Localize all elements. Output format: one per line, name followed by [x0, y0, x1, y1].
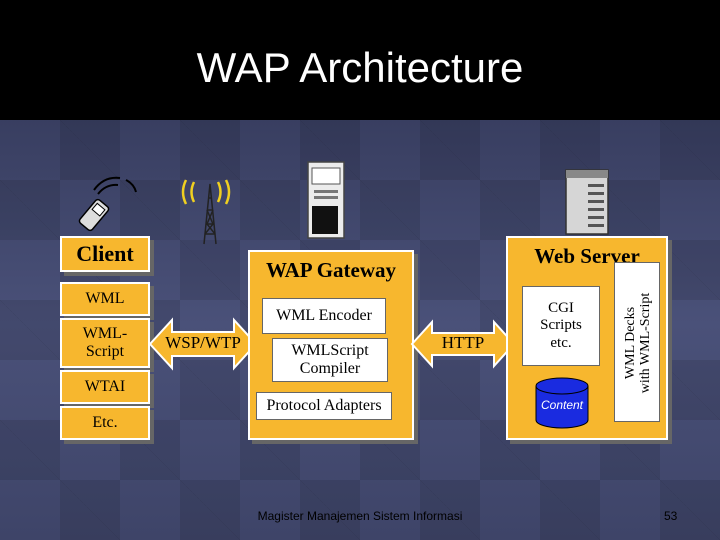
gateway-server-icon: [307, 161, 345, 239]
client-heading: Client: [60, 236, 150, 272]
client-layer-wtai: WTAI: [60, 370, 150, 404]
page-number: 53: [664, 509, 678, 523]
gateway-protocol-adapters: Protocol Adapters: [256, 392, 392, 420]
gateway-wmlscript-compiler: WMLScript Compiler: [272, 338, 388, 382]
wsp-wtp-label: WSP/WTP: [165, 333, 241, 353]
gateway-wml-encoder: WML Encoder: [262, 298, 386, 334]
footer-text: Magister Manajemen Sistem Informasi: [257, 509, 463, 523]
slide-title: WAP Architecture: [196, 44, 524, 91]
gateway-heading: WAP Gateway: [265, 257, 397, 282]
web-server-icon: [565, 169, 609, 235]
database-icon: [535, 377, 589, 429]
radio-tower-icon: [181, 179, 231, 245]
client-layer-wml: WML: [60, 282, 150, 316]
http-label: HTTP: [441, 333, 485, 353]
web-server-cgi-scripts: CGI Scripts etc.: [522, 286, 600, 366]
web-server-wml-decks: WML Decks with WML-Script: [614, 262, 660, 422]
wml-decks-label: WML Decks with WML-Script: [622, 292, 653, 394]
client-layer-wmlscript: WML- Script: [60, 318, 150, 368]
mobile-phone-icon: [78, 176, 137, 232]
client-layer-etc: Etc.: [60, 406, 150, 440]
web-server-content: Content: [540, 398, 584, 412]
title-band: [0, 0, 720, 120]
